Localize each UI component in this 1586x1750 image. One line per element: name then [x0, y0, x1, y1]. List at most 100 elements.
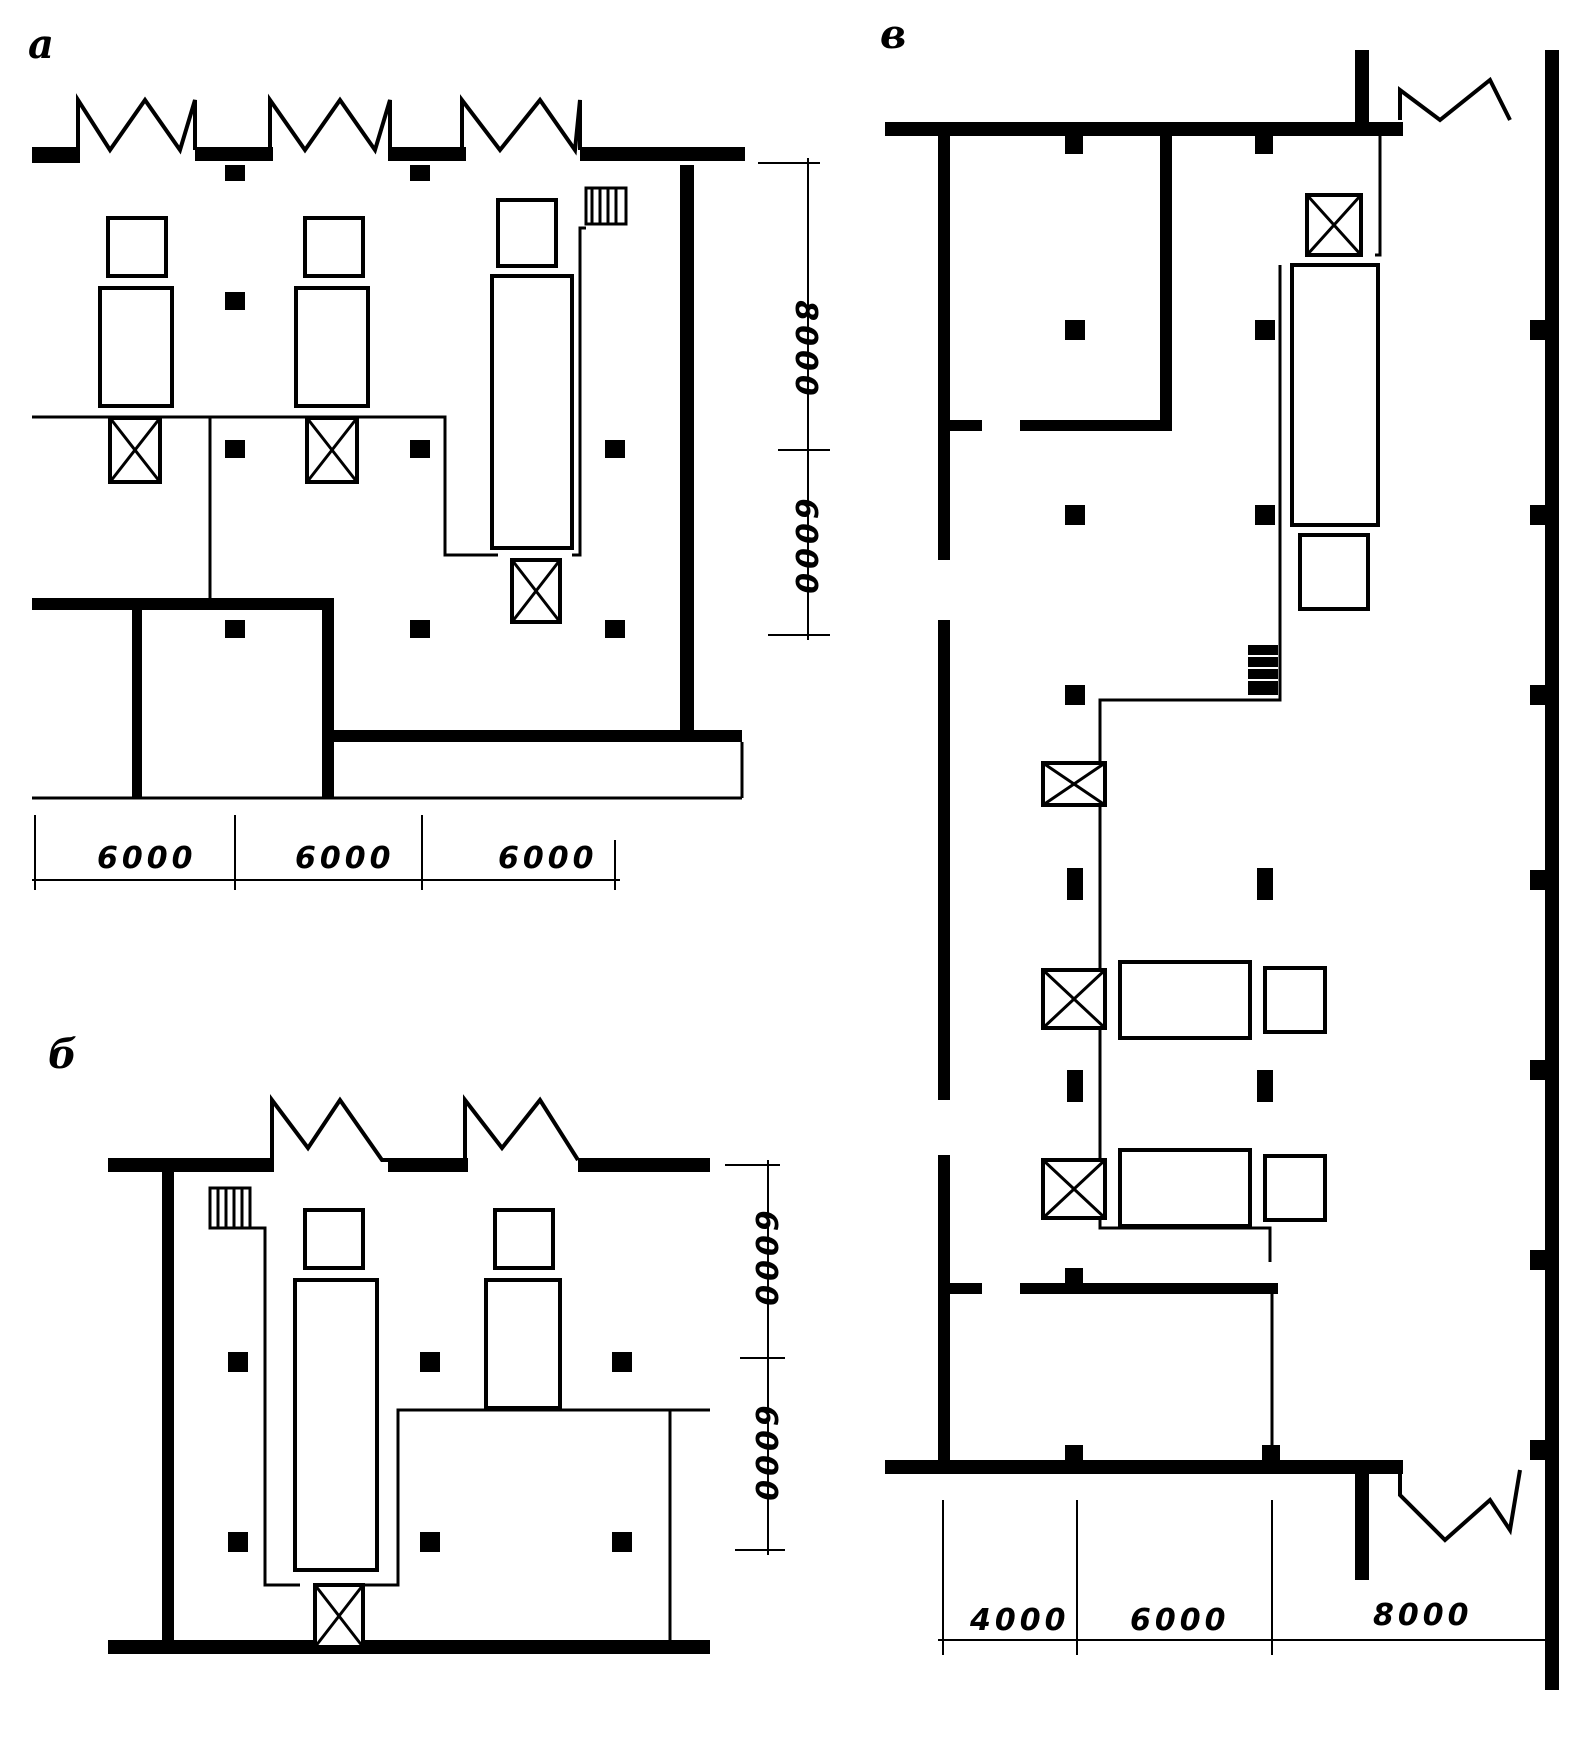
- stair-steps: [1248, 655, 1278, 681]
- column: [420, 1352, 440, 1372]
- exciter-box: [1263, 1154, 1327, 1222]
- wall-interior: [938, 620, 950, 1100]
- column: [1065, 685, 1085, 705]
- wall-interior: [1020, 1283, 1278, 1294]
- pump-cross: [1041, 1158, 1107, 1220]
- column: [225, 292, 245, 310]
- wall-top: [108, 1158, 274, 1172]
- pump-cross: [510, 559, 562, 623]
- exciter-box: [106, 216, 168, 278]
- wall-top: [885, 122, 1403, 136]
- wall-interior: [162, 1170, 174, 1648]
- motor-box: [1290, 263, 1380, 527]
- pipe-line: [1375, 136, 1382, 257]
- wall-interior: [32, 598, 332, 610]
- column: [605, 620, 625, 638]
- column: [1065, 505, 1085, 525]
- motor-box: [484, 1278, 562, 1410]
- wall-bottom: [885, 1460, 1403, 1474]
- window-bay-top: [1398, 76, 1512, 123]
- motor-box: [294, 286, 370, 408]
- pipe-line: [32, 415, 498, 557]
- wall-interior: [1020, 420, 1172, 431]
- column: [1065, 136, 1083, 154]
- wall-interior: [132, 608, 142, 798]
- panel-a-label: а: [28, 21, 54, 68]
- column: [1530, 1440, 1546, 1460]
- exciter-box: [1263, 966, 1327, 1034]
- column: [1257, 868, 1273, 900]
- column: [410, 440, 430, 458]
- panel-b-label: б: [48, 1031, 77, 1078]
- wall-bottom: [1355, 1460, 1369, 1580]
- wall-top: [580, 147, 745, 161]
- column: [1065, 1445, 1083, 1463]
- window-bay-2: [463, 1094, 580, 1162]
- wall-top: [388, 1158, 468, 1172]
- pump-cross: [108, 417, 162, 483]
- column: [228, 1352, 248, 1372]
- wall-interior: [948, 1283, 982, 1294]
- column: [1530, 1250, 1546, 1270]
- window-bay-1: [76, 93, 197, 155]
- stair-steps: [216, 1188, 244, 1228]
- column: [1255, 505, 1275, 525]
- wall-interior: [948, 420, 982, 431]
- wall-right: [1545, 120, 1559, 1690]
- motor-box: [1118, 960, 1252, 1040]
- dim-label: 6000: [97, 841, 197, 876]
- window-bay-1: [270, 1094, 390, 1162]
- exciter-box: [303, 216, 365, 278]
- exciter-box: [496, 198, 558, 268]
- pump-cross: [313, 1584, 365, 1648]
- window-bay-2: [268, 93, 392, 155]
- wall-interior: [322, 598, 334, 798]
- column: [410, 165, 430, 181]
- staircase-icon: [1248, 645, 1278, 695]
- wall-interior: [332, 730, 742, 742]
- column: [1255, 136, 1273, 154]
- wall-top: [1355, 50, 1369, 125]
- panel-a: а: [28, 21, 830, 890]
- column: [420, 1532, 440, 1552]
- dim-label: 6000: [748, 1210, 783, 1310]
- column: [1530, 1060, 1546, 1080]
- pipe-line: [250, 1226, 300, 1587]
- wall-top: [32, 147, 80, 163]
- column: [1065, 1268, 1083, 1286]
- dim-label: 8000: [788, 300, 823, 400]
- panel-c: в: [880, 11, 1559, 1690]
- column: [225, 620, 245, 638]
- wall-bottom: [108, 1640, 710, 1654]
- column: [612, 1352, 632, 1372]
- dim-label: 8000: [1373, 1598, 1473, 1633]
- wall-interior: [938, 1155, 950, 1460]
- dim-label: 6000: [788, 498, 823, 598]
- dim-label: 4000: [969, 1603, 1070, 1638]
- wall-top: [578, 1158, 710, 1172]
- stair-steps: [590, 188, 618, 224]
- motor-box: [1118, 1148, 1252, 1228]
- column: [605, 440, 625, 458]
- exciter-box: [493, 1208, 555, 1270]
- panel-c-label: в: [880, 11, 906, 58]
- column: [1257, 1070, 1273, 1102]
- column: [225, 440, 245, 458]
- pump-cross: [1042, 761, 1106, 807]
- staircase-icon: [208, 1186, 252, 1230]
- column: [1067, 868, 1083, 900]
- column: [1530, 870, 1546, 890]
- panel-b: б: [48, 1031, 785, 1654]
- exciter-box: [303, 1208, 365, 1270]
- pipe-line: [350, 1408, 710, 1587]
- column: [1530, 320, 1546, 340]
- column: [1530, 685, 1546, 705]
- column: [225, 165, 245, 181]
- motor-box: [293, 1278, 379, 1572]
- motor-box: [98, 286, 174, 408]
- wall-interior: [680, 165, 694, 735]
- column: [1065, 320, 1085, 340]
- dim-label: 6000: [1130, 1603, 1230, 1638]
- column: [1255, 320, 1275, 340]
